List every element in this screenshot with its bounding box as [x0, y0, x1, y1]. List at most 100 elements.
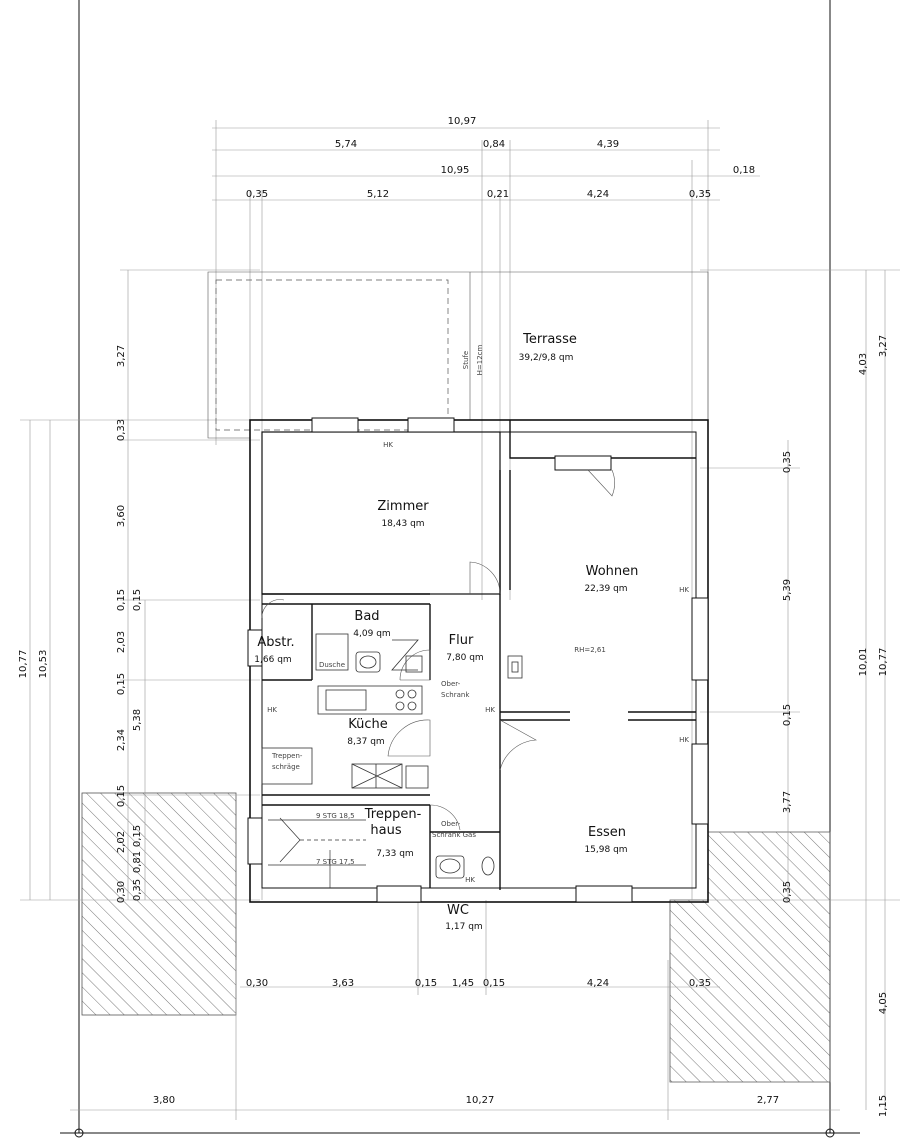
dim-top4-b: 5,12	[367, 189, 389, 200]
note-hk-zimmer: HK	[383, 441, 393, 449]
note-stufe: Stufe	[462, 351, 470, 369]
staircase	[268, 817, 366, 888]
dim-top3-b: 0,18	[733, 165, 755, 176]
hatched-area-right	[669, 831, 831, 1083]
room-abstr-name: Abstr.	[257, 635, 294, 650]
top-dimensions: 10,97 5,74 0,84 4,39 10,95 0,18 0,35 5,1…	[246, 116, 755, 200]
dim-top2-b: 0,84	[483, 139, 505, 150]
room-bad-name: Bad	[354, 609, 379, 624]
room-wohnen-name: Wohnen	[586, 564, 639, 579]
dim-bottom1-a: 0,30	[246, 978, 268, 989]
kitchen-fixtures	[261, 685, 429, 789]
dim-top2-a: 5,74	[335, 139, 357, 150]
dim-left-m: 0,15	[132, 825, 143, 847]
dim-top2-c: 4,39	[597, 139, 619, 150]
note-hk-wohnen: HK	[679, 586, 689, 594]
room-essen-name: Essen	[588, 825, 626, 840]
dim-bottom1-c: 0,15	[415, 978, 437, 989]
dim-top3-a: 10,95	[441, 165, 470, 176]
room-terrasse-name: Terrasse	[522, 332, 577, 347]
right-dimensions: 0,35 5,39 0,15 3,77 0,35 4,03 3,27 10,01…	[782, 335, 889, 1117]
room-essen-area: 15,98 qm	[584, 845, 627, 855]
dim-right-a: 0,35	[782, 451, 793, 473]
room-labels: Terrasse 39,2/9,8 qm Zimmer 18,43 qm Woh…	[254, 332, 638, 932]
note-hk-flur: HK	[485, 706, 495, 714]
dim-bottom1-g: 0,35	[689, 978, 711, 989]
note-oberschrank-gas-1: Ober-	[441, 820, 461, 828]
dim-bottom1-d: 1,45	[452, 978, 474, 989]
dim-left-b: 0,33	[116, 419, 127, 441]
room-treppenhaus-name-2: haus	[370, 823, 401, 838]
room-wc-area: 1,17 qm	[445, 922, 482, 932]
note-rh: RH=2,61	[574, 646, 606, 654]
dim-right-outer-c: 10,01	[858, 648, 869, 677]
dim-bottom2-c: 2,77	[757, 1095, 779, 1106]
dim-bottom2-b: 10,27	[466, 1095, 495, 1106]
dim-left-n: 5,38	[132, 709, 143, 731]
note-stufe-height: H=12cm	[476, 344, 484, 375]
dim-top4-a: 0,35	[246, 189, 268, 200]
side-dimension-lines	[20, 269, 900, 1110]
dim-left-k: 0,35	[132, 879, 143, 901]
room-bad-area: 4,09 qm	[353, 629, 390, 639]
dim-right-outer-b: 3,27	[878, 335, 889, 357]
room-flur-area: 7,80 qm	[446, 653, 483, 663]
dim-left-l: 0,81	[132, 851, 143, 873]
hatched-area-left	[81, 792, 237, 1016]
dim-left-c: 3,60	[116, 505, 127, 527]
note-oberschrank-gas-2: Schrank Gas	[432, 831, 476, 839]
dim-overall: 10,97	[448, 116, 477, 127]
dim-right-outer-d: 10,77	[878, 648, 889, 677]
dim-left-g: 2,34	[116, 729, 127, 751]
dim-bottom1-f: 4,24	[587, 978, 609, 989]
dim-left-h: 0,15	[116, 785, 127, 807]
dim-left-outer-a: 10,77	[18, 650, 29, 679]
room-kueche-area: 8,37 qm	[347, 737, 384, 747]
left-dimensions: 10,77 10,53 3,27 0,33 3,60 0,15 2,03 0,1…	[18, 345, 143, 903]
bottom-dimensions: 0,30 3,63 0,15 1,45 0,15 4,24 0,35 3,80 …	[153, 978, 779, 1106]
room-terrasse-area: 39,2/9,8 qm	[519, 353, 574, 363]
bottom-dimension-lines	[70, 900, 840, 1120]
dim-right-b: 5,39	[782, 579, 793, 601]
doors	[261, 469, 615, 831]
dim-left-e: 2,03	[116, 631, 127, 653]
note-ober-schrank-2: Schrank	[441, 691, 470, 699]
room-zimmer-area: 18,43 qm	[381, 519, 424, 529]
dim-bottom1-e: 0,15	[483, 978, 505, 989]
dim-right-e: 0,35	[782, 881, 793, 903]
note-hk-essen: HK	[679, 736, 689, 744]
dim-bottom1-b: 3,63	[332, 978, 354, 989]
dim-right-outer-a: 4,03	[858, 353, 869, 375]
top-dimension-lines	[212, 120, 760, 900]
dim-top4-e: 0,35	[689, 189, 711, 200]
room-zimmer-name: Zimmer	[377, 499, 429, 514]
dim-right-d: 3,77	[782, 791, 793, 813]
terrace	[207, 271, 709, 439]
note-ober-schrank-1: Ober-	[441, 680, 461, 688]
dim-left-a: 3,27	[116, 345, 127, 367]
note-treppenschraege-2: schräge	[272, 763, 300, 771]
room-flur-name: Flur	[449, 633, 474, 648]
dim-right-outer-e: 4,05	[878, 992, 889, 1014]
dim-left-d: 0,15	[116, 589, 127, 611]
note-hk-kueche: HK	[267, 706, 277, 714]
note-stg-upper: 9 STG 18,5	[316, 812, 355, 820]
dim-top4-d: 4,24	[587, 189, 609, 200]
dim-bottom2-a: 3,80	[153, 1095, 175, 1106]
note-treppenschraege-1: Treppen-	[271, 752, 303, 760]
dim-left-outer-b: 10,53	[38, 650, 49, 679]
room-kueche-name: Küche	[348, 717, 388, 732]
room-treppenhaus-name-1: Treppen-	[364, 807, 422, 822]
room-abstr-area: 1,66 qm	[254, 655, 291, 665]
bathroom-fixtures	[315, 633, 523, 879]
room-wc-name: WC	[447, 903, 469, 918]
dim-left-j: 0,30	[116, 881, 127, 903]
dim-left-i: 2,02	[116, 831, 127, 853]
room-treppenhaus-area: 7,33 qm	[376, 849, 413, 859]
dim-right-c: 0,15	[782, 704, 793, 726]
plan-notes: Stufe H=12cm HK HK HK HK HK HK RH=2,61 D…	[267, 344, 689, 884]
dim-right-outer-f: 1,15	[878, 1095, 889, 1117]
dim-left-o: 0,15	[132, 589, 143, 611]
note-dusche: Dusche	[319, 661, 345, 669]
